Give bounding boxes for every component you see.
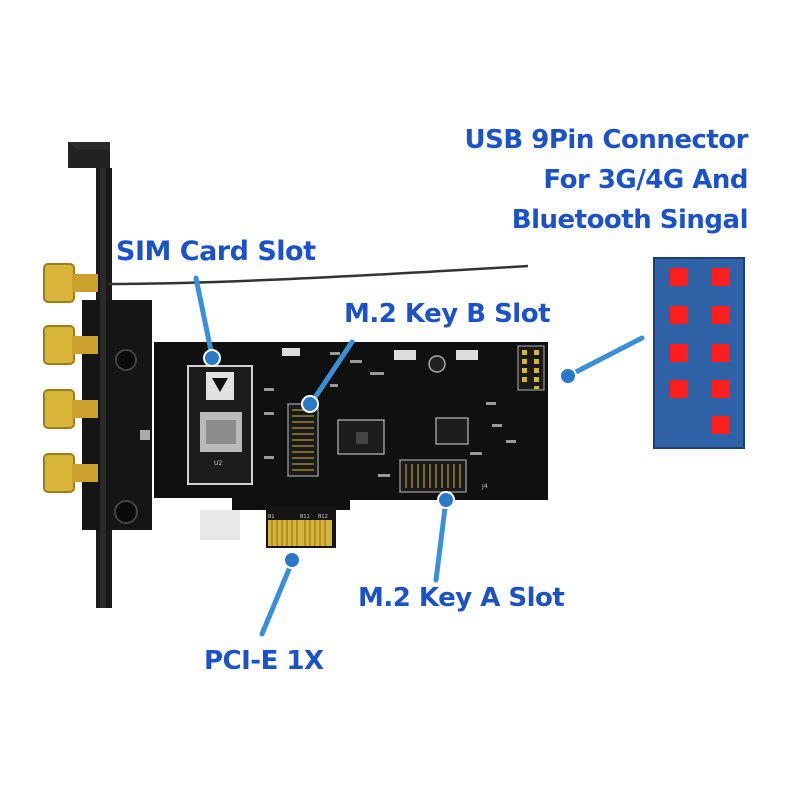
header-pins <box>670 268 730 434</box>
m2-key-a-slot-label: M.2 Key A Slot <box>358 583 565 613</box>
sim-card-slot-label: SIM Card Slot <box>116 236 316 267</box>
key-a-pointer-dot <box>437 491 455 509</box>
silkscreen-b12: B12 <box>318 514 328 520</box>
usb-connector-label-line3: Bluetooth Singal <box>511 205 749 235</box>
silkscreen-u2: U2 <box>214 460 222 467</box>
pcie-pointer-dot <box>283 551 301 569</box>
usb-9pin-header-diagram <box>653 257 745 449</box>
silkscreen-b1: B1 <box>268 514 275 520</box>
sim-slot-pointer-dot <box>203 349 221 367</box>
antenna-cable <box>107 264 529 286</box>
m2-key-b-slot-label: M.2 Key B Slot <box>344 299 551 329</box>
usb-pointer-dot <box>559 367 577 385</box>
usb-connector-label-line1: USB 9Pin Connector <box>464 125 749 155</box>
pcie-1x-label: PCI-E 1X <box>204 646 324 676</box>
silkscreen-b11: B11 <box>300 514 310 520</box>
silkscreen-j4: J4 <box>481 483 488 490</box>
pointer-lines <box>193 275 645 637</box>
usb-connector-label: USB 9Pin Connector For 3G/4G And Bluetoo… <box>464 120 749 240</box>
pcb-board <box>140 342 548 548</box>
usb-connector-label-line2: For 3G/4G And <box>543 165 748 195</box>
key-b-pointer-dot <box>301 395 319 413</box>
pci-bracket <box>68 142 152 608</box>
sma-connectors <box>43 263 98 493</box>
